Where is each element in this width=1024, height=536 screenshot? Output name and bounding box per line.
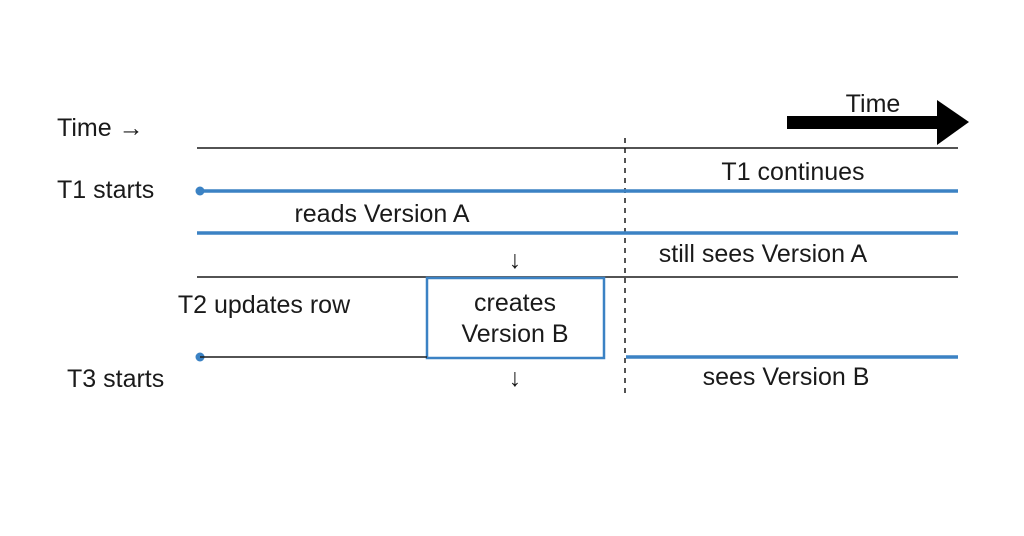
down-arrow-lower: ↓ bbox=[509, 364, 522, 392]
t2-updates-row-label: T2 updates row bbox=[178, 291, 351, 319]
down-arrow-upper: ↓ bbox=[509, 246, 522, 274]
t1-continues-label: T1 continues bbox=[721, 158, 864, 186]
version-b-label: Version B bbox=[461, 320, 568, 348]
time-arrow-icon bbox=[787, 100, 969, 145]
time-axis-label: Time → bbox=[57, 114, 144, 142]
sees-version-b-label: sees Version B bbox=[703, 363, 870, 391]
still-sees-version-a-label: still sees Version A bbox=[659, 240, 868, 268]
creates-label: creates bbox=[474, 289, 556, 317]
reads-version-a-label: reads Version A bbox=[294, 200, 469, 228]
creates-version-b-box bbox=[425, 276, 606, 360]
t1-starts-label: T1 starts bbox=[57, 176, 154, 204]
t3-starts-label: T3 starts bbox=[67, 365, 164, 393]
time-arrow-label: Time bbox=[846, 90, 901, 118]
